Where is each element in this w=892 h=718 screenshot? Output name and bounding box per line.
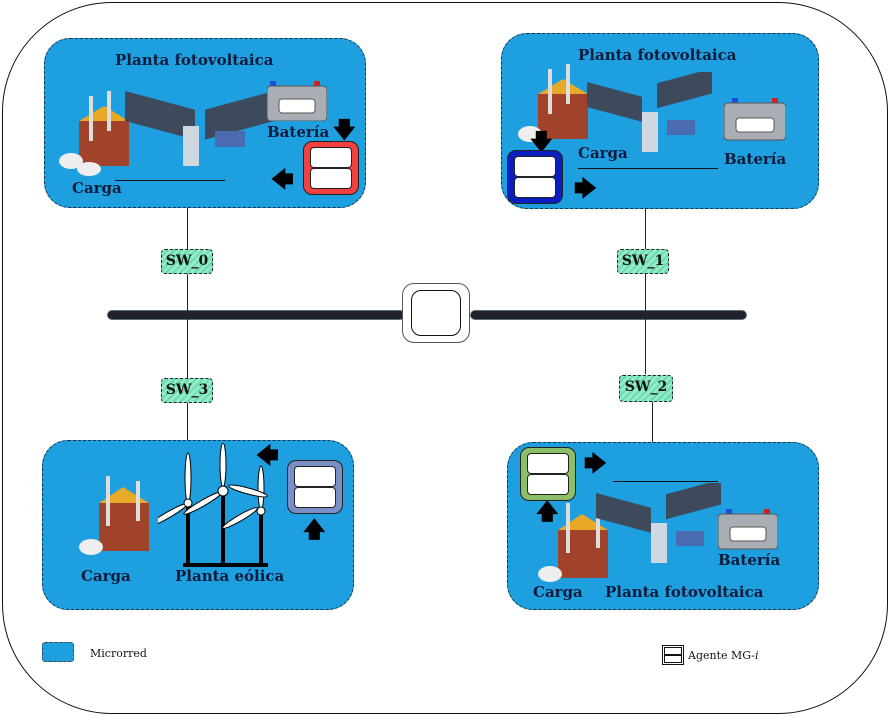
switch-sw3[interactable]: SW_3 (161, 378, 213, 403)
arrow-down-icon: 🡇 (333, 117, 356, 143)
main-bus-right (470, 310, 747, 320)
load-label: Carga (533, 583, 583, 601)
switch-sw2[interactable]: SW_2 (619, 375, 673, 402)
plant-label: Planta fotovoltaica (605, 583, 764, 601)
agent-slot (310, 168, 352, 189)
plant-label: Planta fotovoltaica (115, 51, 274, 69)
arrow-down-icon: 🡇 (530, 129, 553, 155)
solar-panels-icon (125, 90, 275, 166)
factory-icon (59, 91, 129, 176)
switch-sw1[interactable]: SW_1 (617, 249, 669, 274)
central-node-inner (411, 290, 461, 336)
legend-agent-label: Agente MG-i (688, 649, 759, 662)
battery-icon (267, 81, 327, 121)
legend-agent-text: Agente MG- (688, 649, 755, 662)
legend-agent-icon (662, 645, 684, 665)
plant-label: Planta eólica (175, 567, 285, 585)
factory-icon (79, 476, 149, 555)
link-sw0 (187, 180, 188, 440)
agent-slot (514, 177, 556, 198)
load-label: Carga (72, 179, 122, 197)
arrow-right-icon: 🡆 (574, 176, 597, 202)
agent-mg0[interactable] (303, 141, 359, 195)
agent-slot (527, 453, 569, 474)
main-bus-left (107, 310, 405, 320)
solar-panels-icon (596, 483, 721, 563)
connection-line (578, 168, 718, 169)
agent-slot (294, 487, 336, 508)
arrow-up-icon: 🡅 (536, 499, 559, 525)
arrow-left-icon: 🡄 (271, 167, 294, 193)
arrow-right-icon: 🡆 (584, 451, 607, 477)
central-node (402, 283, 470, 343)
agent-slot (294, 466, 336, 487)
load-label: Carga (578, 144, 628, 162)
battery-label: Batería (718, 551, 781, 569)
agent-slot (310, 147, 352, 168)
battery-label: Batería (724, 150, 787, 168)
arrow-left-icon: 🡄 (256, 443, 279, 469)
microgrid-3: Carga Planta eólica 🡄 🡅 (42, 440, 354, 610)
factory-icon (538, 503, 608, 582)
legend-microgrid-label: Microrred (90, 647, 147, 660)
load-label: Carga (81, 567, 131, 585)
switch-sw0[interactable]: SW_0 (161, 249, 213, 274)
connection-line (115, 180, 225, 181)
legend-microgrid-swatch (42, 642, 74, 662)
wind-turbines-icon (158, 443, 268, 567)
battery-icon (718, 509, 778, 550)
link-sw2 (652, 402, 653, 477)
microgrid-1: Planta fotovoltaica Batería Carga 🡇 🡆 (501, 33, 819, 209)
agent-mg1[interactable] (507, 150, 563, 204)
solar-panels-icon (587, 72, 712, 152)
arrow-up-icon: 🡅 (303, 517, 326, 543)
battery-label: Batería (267, 123, 330, 141)
agent-slot (514, 156, 556, 177)
agent-slot (527, 474, 569, 495)
agent-mg3[interactable] (287, 460, 343, 514)
legend-agent-index: i (754, 649, 759, 662)
factory-icon (518, 64, 588, 142)
microgrid-2: Batería Carga Planta fotovoltaica 🡆 🡅 (507, 442, 819, 610)
plant-label: Planta fotovoltaica (578, 46, 737, 64)
connection-line (613, 481, 718, 482)
agent-mg2[interactable] (520, 447, 576, 501)
battery-icon (724, 98, 786, 141)
